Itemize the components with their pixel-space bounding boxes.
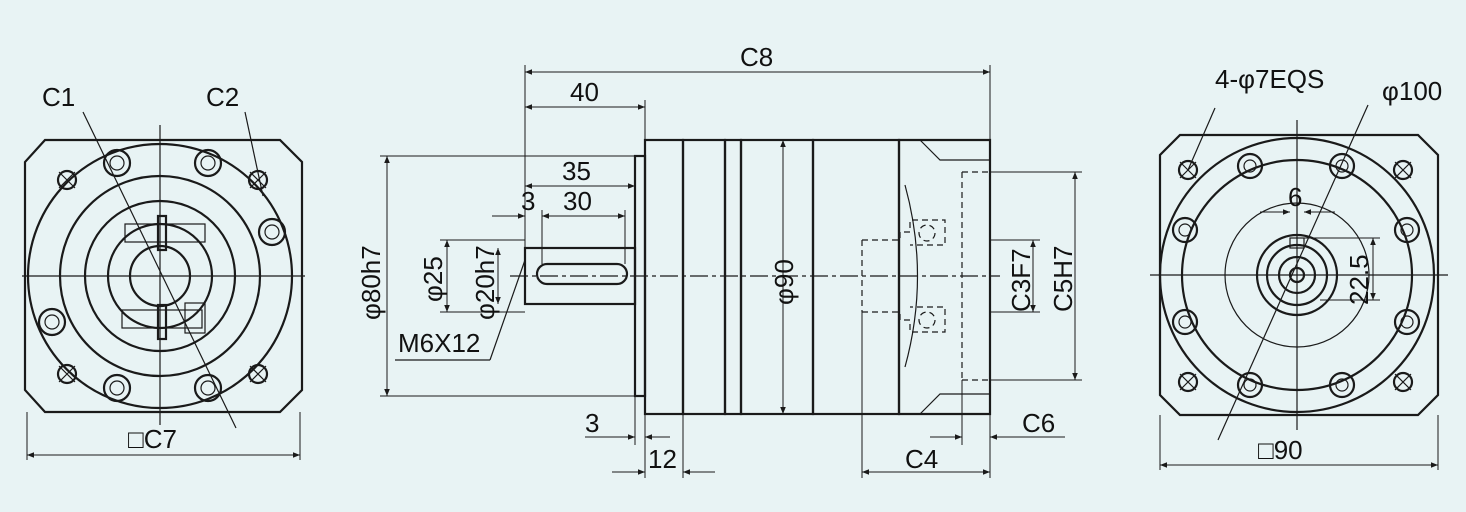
label-dia20: φ20h7 [470,245,500,320]
label-30: 30 [563,186,592,216]
label-3-bottom: 3 [585,408,599,438]
label-c4: C4 [905,444,938,474]
label-35: 35 [562,156,591,186]
label-pcd: φ100 [1382,76,1442,106]
label-c8: C8 [740,42,773,72]
label-c5: C5H7 [1048,246,1078,312]
label-dia25: φ25 [418,256,448,302]
label-dia80: φ80h7 [356,245,386,320]
label-dia90: φ90 [769,259,799,305]
left-front-view: C1 C2 □C7 [22,82,305,460]
right-front-view: 6 22.5 □90 4-φ7EQS φ100 [1150,64,1448,470]
label-c3: C3F7 [1006,248,1036,312]
label-40: 40 [570,77,599,107]
label-width-90: □90 [1258,435,1303,465]
side-view: C8 40 35 30 3 φ80h7 φ25 φ20h7 M6X12 φ90 … [356,42,1082,478]
label-thread: M6X12 [398,328,480,358]
label-width-c7: □C7 [128,424,177,454]
label-22-5: 22.5 [1344,254,1374,305]
label-holes: 4-φ7EQS [1215,64,1324,94]
label-3-top: 3 [521,186,535,216]
bolt-holes-right [1171,152,1421,399]
label-c1: C1 [42,82,75,112]
label-c2: C2 [206,82,239,112]
label-c6: C6 [1022,408,1055,438]
label-6: 6 [1288,182,1302,212]
label-12: 12 [648,444,677,474]
